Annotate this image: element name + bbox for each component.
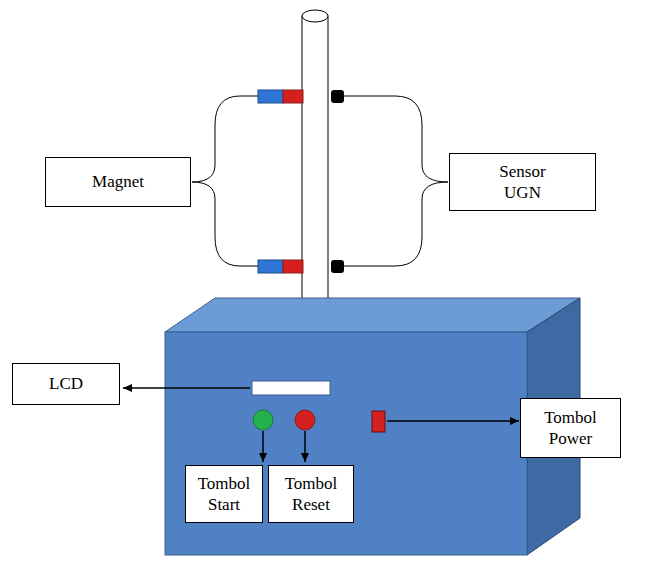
magnet-lower [258,260,303,273]
sensor-upper [331,90,344,103]
start-button [253,410,273,430]
magnet-brace [192,96,258,182]
magnet-brace [192,182,258,266]
lcd-display [252,381,330,395]
node-label: Sensor UGN [491,161,555,204]
pole [302,16,328,316]
power-button [372,411,385,432]
start-label-box: Tombol Start [185,465,263,523]
leader-arrow [262,431,264,462]
reset-button [295,410,315,430]
power-label-box: Tombol Power [520,398,621,458]
node-label: Magnet [92,171,144,192]
pole-top [302,10,328,22]
reset-label-box: Tombol Reset [268,465,354,523]
node-label: LCD [49,373,83,394]
leader-arrow [123,387,250,389]
sensor-lower [331,260,344,273]
lcd-label-box: LCD [12,363,120,405]
node-label: Tombol Power [527,407,614,450]
node-label: Tombol Reset [275,473,347,516]
node-label: Tombol Start [192,473,256,516]
sensor-label-box: Sensor UGN [449,153,596,211]
sensor-brace [344,182,448,266]
leader-arrow [387,420,519,422]
sensor-brace [344,96,448,182]
device-housing [165,298,580,555]
magnet-label-box: Magnet [45,157,191,207]
magnet-upper [258,90,303,103]
leader-arrow [304,431,306,462]
